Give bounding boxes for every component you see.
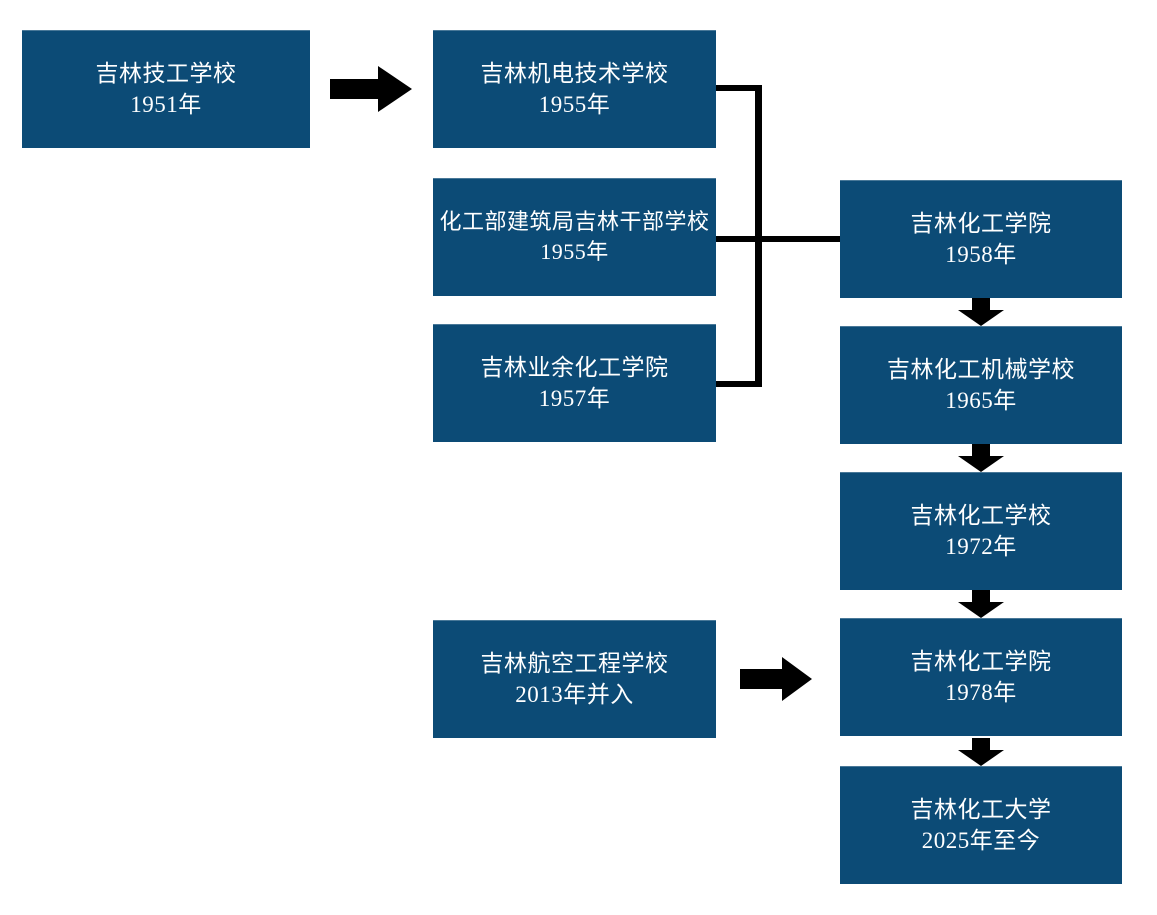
node-jilin-chemical-machinery-school[interactable]: 吉林化工机械学校 1965年 bbox=[840, 326, 1122, 444]
node-year: 1972年 bbox=[945, 534, 1017, 559]
node-title: 吉林化工大学 bbox=[910, 796, 1052, 822]
node-jilin-chemical-school-1972[interactable]: 吉林化工学校 1972年 bbox=[840, 472, 1122, 590]
node-year: 1957年 bbox=[538, 386, 611, 411]
node-title: 吉林化工学校 bbox=[910, 502, 1052, 528]
arrow-right-icon bbox=[330, 66, 412, 112]
node-jilin-chemical-institute-1958[interactable]: 吉林化工学院 1958年 bbox=[840, 180, 1122, 298]
node-year: 2025年至今 bbox=[921, 828, 1041, 853]
node-year: 1965年 bbox=[945, 388, 1017, 413]
node-year: 1978年 bbox=[945, 680, 1017, 705]
arrow-down-icon bbox=[958, 298, 1004, 326]
connector-branch-middle bbox=[716, 236, 762, 242]
node-title: 吉林化工学院 bbox=[910, 648, 1052, 674]
node-title: 化工部建筑局吉林干部学校 bbox=[439, 209, 710, 235]
node-title: 吉林业余化工学院 bbox=[480, 354, 669, 380]
node-year: 1951年 bbox=[130, 92, 202, 117]
node-year: 2013年并入 bbox=[515, 682, 634, 707]
node-chemical-ministry-construction-bureau-jilin-cadre-school[interactable]: 化工部建筑局吉林干部学校 1955年 bbox=[433, 178, 716, 296]
arrow-down-icon bbox=[958, 738, 1004, 766]
node-title: 吉林化工学院 bbox=[910, 210, 1052, 236]
connector-branch-bottom bbox=[716, 381, 762, 387]
node-jilin-chemical-institute-1978[interactable]: 吉林化工学院 1978年 bbox=[840, 618, 1122, 736]
connector-to-jilin-chemical-institute bbox=[755, 236, 842, 242]
arrow-down-icon bbox=[958, 590, 1004, 618]
node-jilin-aviation-engineering-school[interactable]: 吉林航空工程学校 2013年并入 bbox=[433, 620, 716, 738]
node-title: 吉林航空工程学校 bbox=[480, 650, 669, 676]
node-title: 吉林技工学校 bbox=[95, 60, 237, 86]
node-title: 吉林化工机械学校 bbox=[887, 356, 1075, 382]
arrow-down-icon bbox=[958, 444, 1004, 472]
node-year: 1958年 bbox=[945, 242, 1017, 267]
node-year: 1955年 bbox=[538, 92, 611, 117]
connector-branch-top bbox=[716, 85, 762, 91]
node-jilin-electromechanical-technical-school[interactable]: 吉林机电技术学校 1955年 bbox=[433, 30, 716, 148]
arrow-right-icon bbox=[740, 657, 812, 701]
node-jilin-chemical-technology-university[interactable]: 吉林化工大学 2025年至今 bbox=[840, 766, 1122, 884]
node-jilin-technical-worker-school[interactable]: 吉林技工学校 1951年 bbox=[22, 30, 310, 148]
node-jilin-amateur-chemical-institute[interactable]: 吉林业余化工学院 1957年 bbox=[433, 324, 716, 442]
node-year: 1955年 bbox=[540, 239, 609, 264]
node-title: 吉林机电技术学校 bbox=[480, 60, 669, 86]
